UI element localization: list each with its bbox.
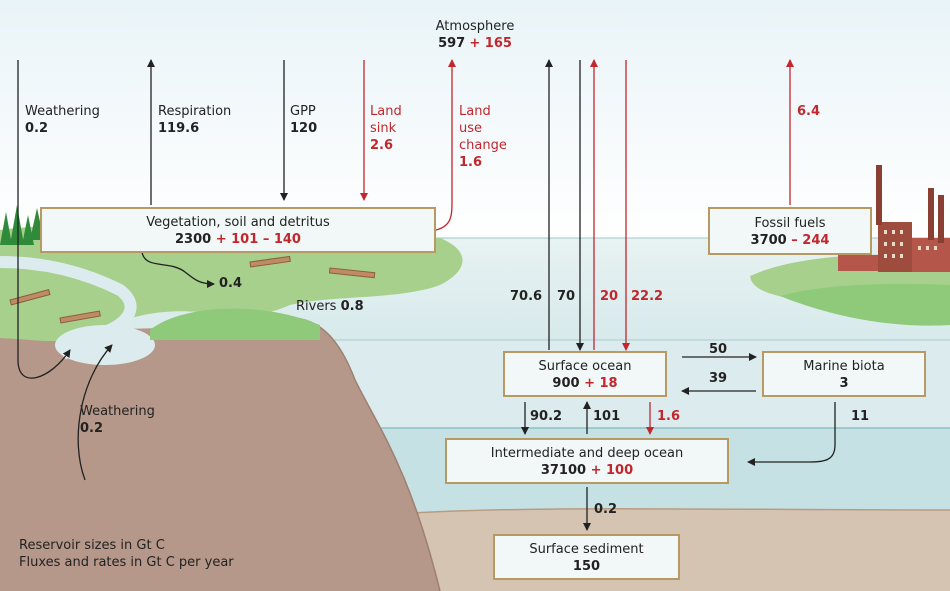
rivers-value: 0.8 xyxy=(340,299,364,314)
biota-to-deep-label: 11 xyxy=(851,409,870,424)
continental-rock-edge xyxy=(289,317,441,591)
surface-ocean-name: Surface ocean xyxy=(538,359,632,374)
atmosphere-label: Atmosphere 597 + 165 xyxy=(415,18,535,52)
gpp-value: 120 xyxy=(290,121,318,136)
rivers-text: Rivers xyxy=(296,299,337,314)
land-use-change-label: Land use change 1.6 xyxy=(459,103,507,171)
land-right-shore xyxy=(780,283,950,326)
surface-ocean-reservoir: Surface ocean 900 + 18 xyxy=(503,351,667,397)
sediment-name: Surface sediment xyxy=(529,542,644,557)
vegetation-base: 2300 xyxy=(175,232,212,247)
land-use-line1: Land xyxy=(459,104,491,119)
hill xyxy=(150,308,320,340)
vegetation-minus: – 140 xyxy=(262,232,301,247)
deep-to-sediment-label: 0.2 xyxy=(594,502,618,517)
weathering-bottom-label: Weathering 0.2 xyxy=(80,403,155,437)
surface-to-biota-label: 50 xyxy=(709,342,728,357)
fossil-fuels-reservoir: Fossil fuels 3700 – 244 xyxy=(708,207,872,255)
weathering-bottom-arrow xyxy=(77,344,113,481)
respiration-text: Respiration xyxy=(158,104,232,119)
rivers-label: Rivers 0.8 xyxy=(296,298,364,315)
veg-to-rivers-label: 0.4 xyxy=(219,276,243,291)
weathering-bottom-text: Weathering xyxy=(80,404,155,419)
ocean-down-1-label: 70 xyxy=(557,289,576,304)
land-use-value: 1.6 xyxy=(459,155,483,170)
ocean-up-1-label: 70.6 xyxy=(510,289,543,304)
respiration-label: Respiration 119.6 xyxy=(158,103,231,137)
atmosphere-change: + 165 xyxy=(469,36,512,51)
atmosphere-name: Atmosphere xyxy=(435,19,515,34)
veg-to-rivers-arrow xyxy=(141,251,215,288)
gpp-label: GPP 120 xyxy=(290,103,317,137)
land-sink-line2: sink xyxy=(370,121,397,136)
sea-floor-edge xyxy=(379,508,950,516)
units-legend-line2: Fluxes and rates in Gt C per year xyxy=(19,555,234,570)
vegetation-name: Vegetation, soil and detritus xyxy=(146,215,330,230)
surface-ocean-change: + 18 xyxy=(584,376,618,391)
land-left xyxy=(0,225,463,342)
deep-ocean-base: 37100 xyxy=(540,463,587,478)
land-sink-label: Land sink 2.6 xyxy=(370,103,402,154)
deep-ocean-reservoir: Intermediate and deep ocean 37100 + 100 xyxy=(445,438,729,484)
weathering-top-text: Weathering xyxy=(25,104,100,119)
deep-ocean-change: + 100 xyxy=(590,463,634,478)
weathering-top-value: 0.2 xyxy=(25,121,49,136)
marine-biota-reservoir: Marine biota 3 xyxy=(762,351,926,397)
marine-biota-name: Marine biota xyxy=(803,359,885,374)
sky xyxy=(0,0,950,240)
weathering-bottom-value: 0.2 xyxy=(80,421,104,436)
marine-biota-value: 3 xyxy=(839,376,849,391)
surface-sediment-reservoir: Surface sediment 150 xyxy=(493,534,680,580)
ocean-down-red-label: 22.2 xyxy=(631,289,664,304)
fossil-base: 3700 xyxy=(750,233,787,248)
surface-ocean-base: 900 xyxy=(552,376,580,391)
fossil-emission-label: 6.4 xyxy=(797,104,821,119)
biota-to-deep-arrow xyxy=(747,402,836,466)
land-use-line2: use xyxy=(459,121,483,136)
continental-rock xyxy=(0,318,440,591)
atmosphere-base: 597 xyxy=(438,36,466,51)
logs xyxy=(9,255,376,324)
land-use-change-arrow xyxy=(435,59,456,231)
gpp-text: GPP xyxy=(290,104,316,119)
weathering-top-label: Weathering 0.2 xyxy=(25,103,100,137)
sediment-value: 150 xyxy=(572,559,601,574)
factory xyxy=(838,165,950,272)
weathering-top-arrow xyxy=(17,60,71,379)
respiration-value: 119.6 xyxy=(158,121,200,136)
fossil-name: Fossil fuels xyxy=(754,216,826,231)
ocean-up-red-label: 20 xyxy=(600,289,619,304)
biota-to-surface-label: 39 xyxy=(709,371,728,386)
units-legend: Reservoir sizes in Gt C Fluxes and rates… xyxy=(19,537,234,571)
vegetation-plus: + 101 xyxy=(215,232,259,247)
surface-to-deep-red-label: 1.6 xyxy=(657,409,681,424)
surface-to-deep-label: 90.2 xyxy=(530,409,563,424)
land-sink-value: 2.6 xyxy=(370,138,394,153)
fossil-change: – 244 xyxy=(791,233,830,248)
vegetation-reservoir: Vegetation, soil and detritus 2300 + 101… xyxy=(40,207,436,253)
land-use-line3: change xyxy=(459,138,507,153)
deep-to-surface-label: 101 xyxy=(593,409,621,424)
lake xyxy=(55,325,155,365)
units-legend-line1: Reservoir sizes in Gt C xyxy=(19,538,165,553)
land-sink-line1: Land xyxy=(370,104,402,119)
deep-ocean-name: Intermediate and deep ocean xyxy=(490,446,684,461)
